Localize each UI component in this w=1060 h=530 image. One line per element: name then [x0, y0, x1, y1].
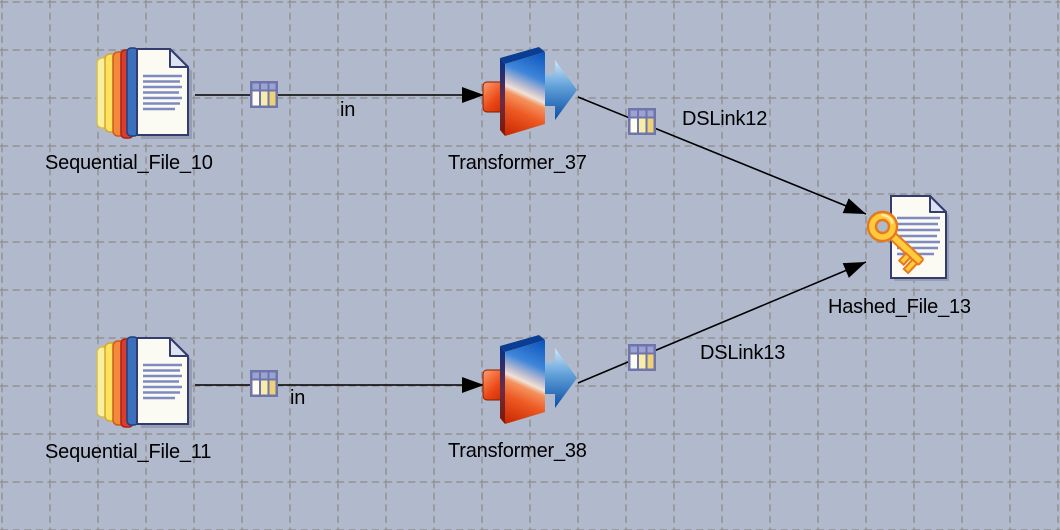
- link-label-dslink12[interactable]: DSLink12: [682, 108, 768, 130]
- link-label-in-bottom[interactable]: in: [290, 387, 306, 409]
- link-marker-in-top-icon[interactable]: [250, 81, 278, 108]
- sequential-file-11-icon[interactable]: [95, 335, 194, 430]
- link-line-dslink12[interactable]: [577, 96, 867, 215]
- link-marker-dslink12-icon[interactable]: [628, 108, 656, 135]
- link-label-in-top[interactable]: in: [340, 99, 356, 121]
- link-marker-in-bottom-icon[interactable]: [250, 370, 278, 397]
- link-label-dslink13[interactable]: DSLink13: [700, 342, 786, 364]
- link-line-dslink13[interactable]: [577, 261, 867, 384]
- stage-label-sequential-file-11[interactable]: Sequential_File_11: [45, 441, 212, 463]
- stage-label-sequential-file-10[interactable]: Sequential_File_10: [45, 152, 213, 174]
- stage-label-transformer-37[interactable]: Transformer_37: [448, 152, 587, 174]
- stage-label-hashed-file-13[interactable]: Hashed_File_13: [828, 296, 971, 318]
- sequential-file-10-icon[interactable]: [95, 46, 194, 141]
- stage-label-transformer-38[interactable]: Transformer_38: [448, 440, 587, 462]
- link-marker-dslink13-icon[interactable]: [628, 344, 656, 371]
